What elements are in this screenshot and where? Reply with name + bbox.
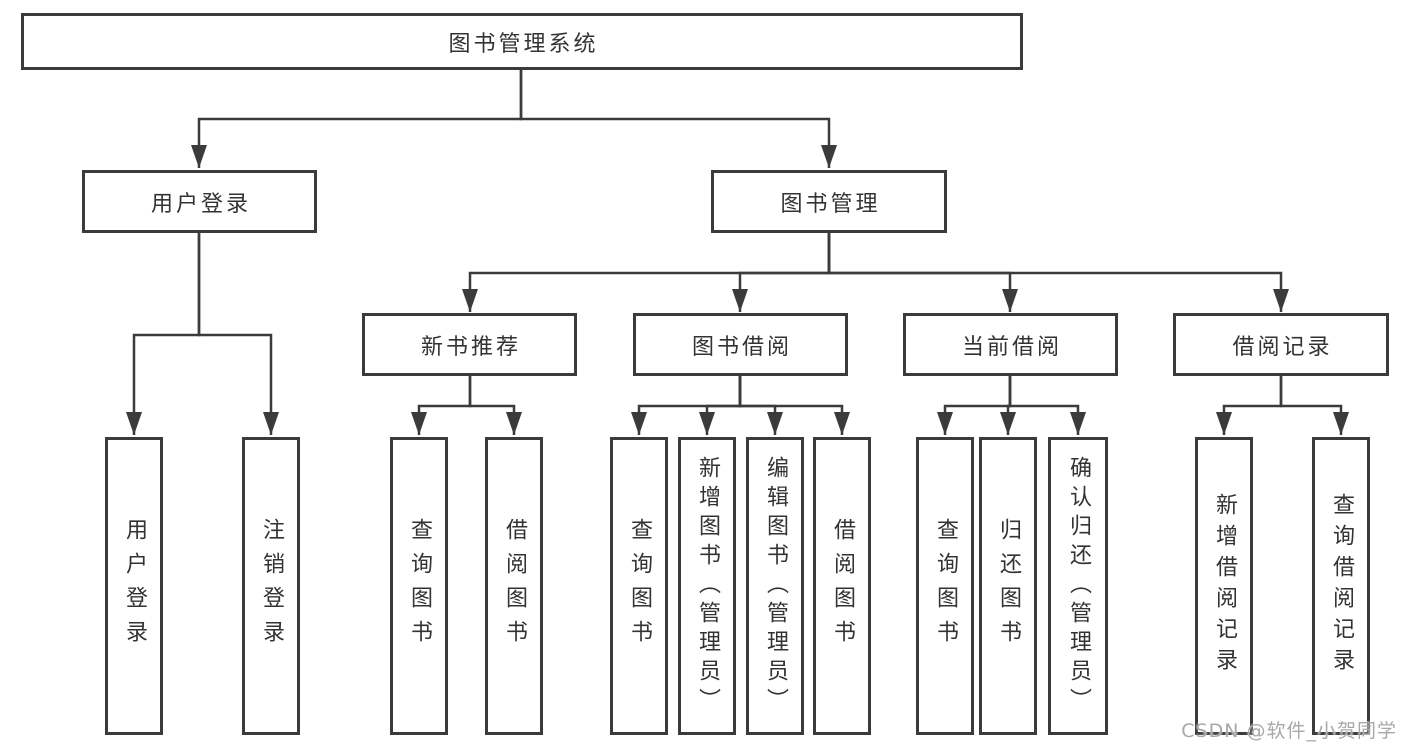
connector-userlogin-to-leaf-logout — [197, 233, 279, 435]
node-label: 图书管理系统 — [448, 31, 599, 57]
connector-current-to-query — [937, 376, 1012, 435]
node-label: 用户登录 — [150, 191, 251, 217]
connector-recommend-to-query — [411, 376, 472, 435]
connector-bookborrow-to-add — [699, 376, 742, 435]
leaf-confirm-return-admin: 确认归还（管理员） — [1048, 437, 1108, 735]
csdn-watermark: CSDN @软件_小贺同学 — [1181, 720, 1397, 742]
node-user-login: 用户登录 — [82, 170, 317, 233]
node-label: 确认归还（管理员） — [1066, 455, 1091, 717]
node-label: 查询借阅记录 — [1329, 493, 1354, 679]
node-label: 归还图书 — [996, 518, 1021, 654]
leaf-logout: 注销登录 — [242, 437, 300, 735]
node-label: 新书推荐 — [420, 334, 521, 360]
leaf-query-books-borrow: 查询图书 — [610, 437, 668, 735]
node-label: 查询图书 — [407, 518, 432, 654]
connector-mgmt-to-borrow-records — [827, 233, 1289, 312]
node-label: 图书管理 — [780, 191, 881, 217]
node-label: 当前借阅 — [961, 334, 1062, 360]
node-label: 新增图书（管理员） — [695, 455, 720, 717]
node-label: 编辑图书（管理员） — [763, 455, 788, 717]
leaf-user-login: 用户登录 — [105, 437, 163, 735]
connector-current-to-confirm — [1008, 376, 1086, 435]
node-book-borrowing: 图书借阅 — [633, 313, 848, 376]
node-current-borrowing: 当前借阅 — [903, 313, 1118, 376]
node-label: 新增借阅记录 — [1212, 493, 1237, 679]
connector-records-to-add — [1216, 376, 1283, 435]
node-borrowing-records: 借阅记录 — [1173, 313, 1389, 376]
node-label: 用户登录 — [122, 518, 147, 654]
node-label: 图书借阅 — [691, 334, 792, 360]
node-new-book-recommendation: 新书推荐 — [362, 313, 577, 376]
connector-records-to-query — [1279, 376, 1349, 435]
node-label: 注销登录 — [259, 518, 284, 654]
leaf-edit-book-admin: 编辑图书（管理员） — [746, 437, 804, 735]
node-label: 借阅图书 — [830, 518, 855, 654]
node-label: 查询图书 — [933, 518, 958, 654]
node-label: 借阅记录 — [1232, 334, 1333, 360]
leaf-return-book: 归还图书 — [979, 437, 1037, 735]
connector-bookborrow-to-borrow — [738, 376, 850, 435]
leaf-add-book-admin: 新增图书（管理员） — [678, 437, 736, 735]
leaf-add-borrow-record: 新增借阅记录 — [1195, 437, 1253, 735]
leaf-query-books-current: 查询图书 — [916, 437, 974, 735]
connector-mgmt-to-book-borrow — [732, 233, 831, 312]
connector-recommend-to-borrow — [468, 376, 522, 435]
node-library-management-system: 图书管理系统 — [21, 13, 1023, 70]
leaf-borrow-books-recommend: 借阅图书 — [485, 437, 543, 735]
node-label: 借阅图书 — [502, 518, 527, 654]
connector-root-to-book-management — [519, 70, 837, 168]
leaf-query-books-recommend: 查询图书 — [390, 437, 448, 735]
leaf-borrow-books: 借阅图书 — [813, 437, 871, 735]
connector-root-to-user-login — [191, 70, 523, 168]
node-label: 查询图书 — [627, 518, 652, 654]
leaf-query-borrow-record: 查询借阅记录 — [1312, 437, 1370, 735]
node-book-management: 图书管理 — [711, 170, 947, 233]
connector-userlogin-to-leaf-login — [126, 233, 201, 435]
